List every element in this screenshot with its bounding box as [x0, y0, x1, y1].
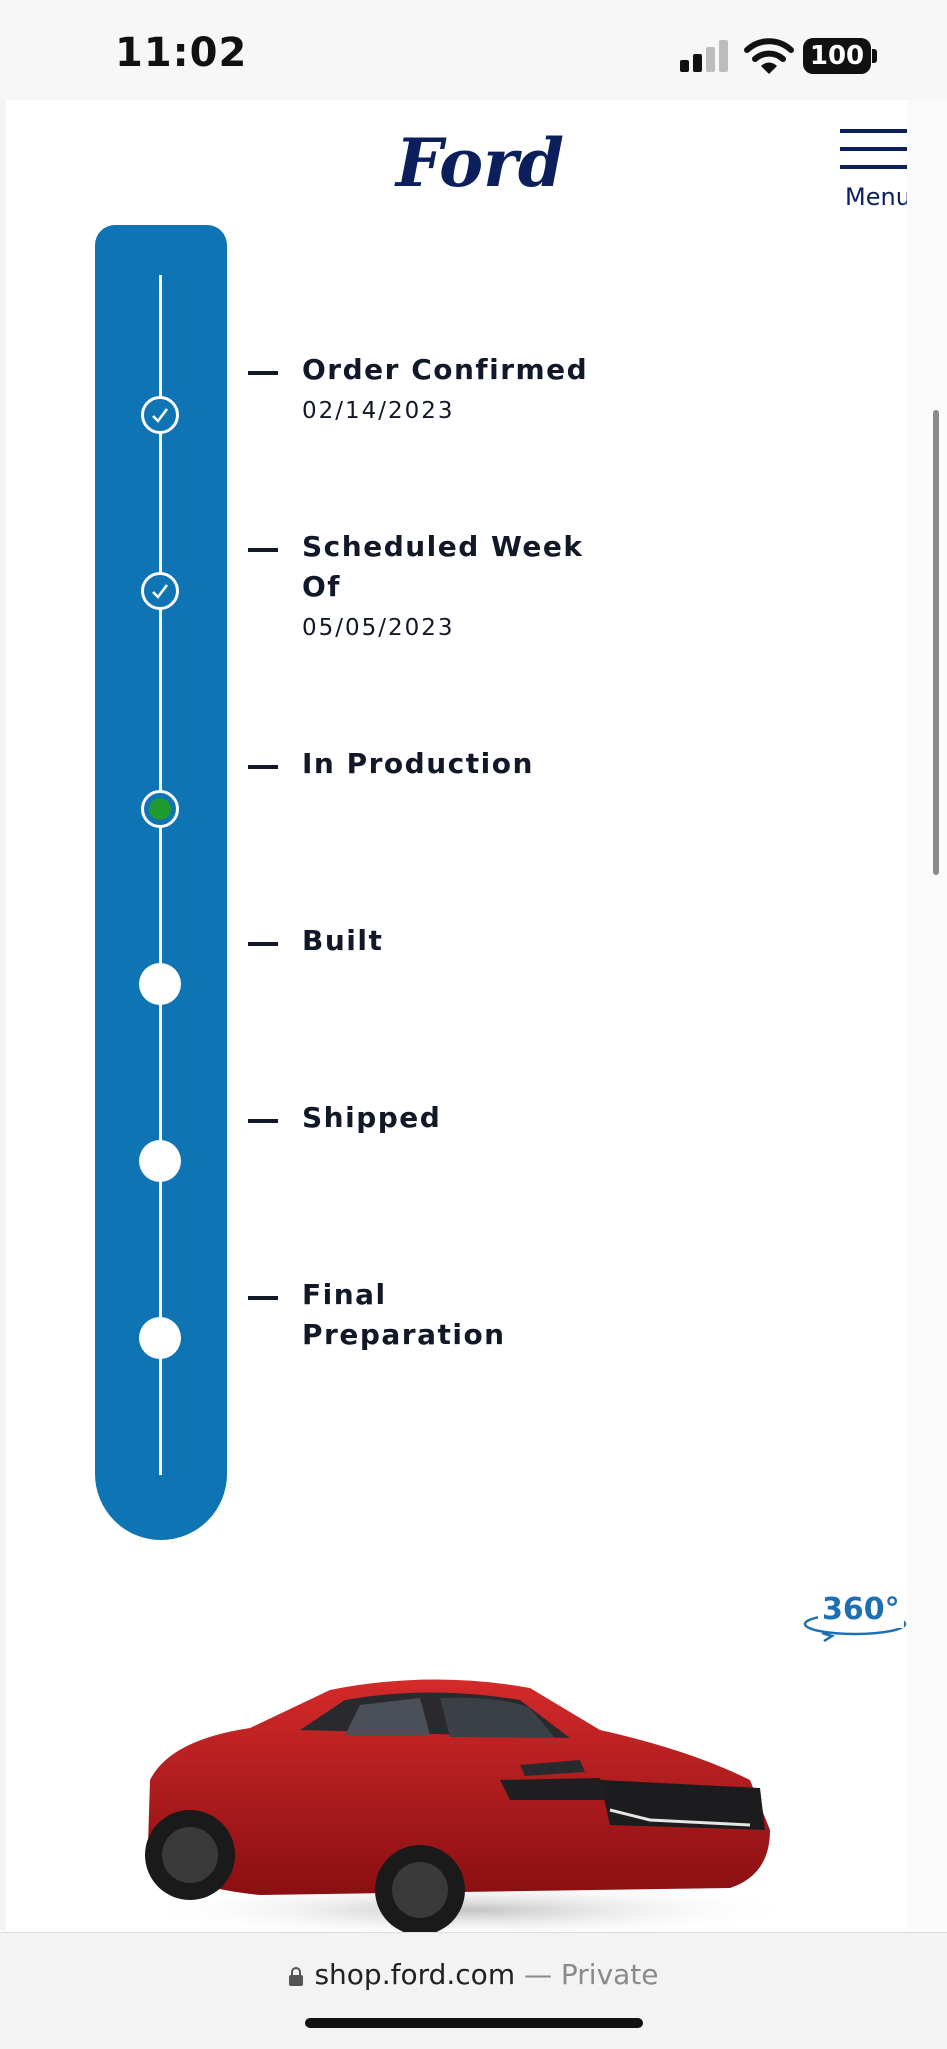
site-header — [0, 100, 947, 220]
hamburger-icon-line — [840, 147, 916, 151]
step-title: Scheduled Week — [302, 530, 584, 563]
step-dash — [248, 371, 278, 375]
battery-icon: 100 — [803, 38, 871, 74]
home-indicator[interactable] — [305, 2018, 643, 2028]
url-host: shop.ford.com — [314, 1958, 516, 1991]
step-current-indicator — [141, 790, 179, 828]
hamburger-icon-line — [840, 129, 916, 133]
menu-label: Menu — [845, 183, 911, 211]
current-status-dot — [149, 798, 171, 820]
cellular-signal-icon — [680, 40, 732, 72]
step-complete-check-icon — [141, 572, 179, 610]
step-pending-indicator — [139, 1317, 181, 1359]
step-pending-indicator — [139, 963, 181, 1005]
step-dash — [248, 942, 278, 946]
hamburger-icon-line — [840, 165, 916, 169]
view-360-button[interactable]: 360° — [800, 1592, 910, 1642]
wifi-icon — [744, 38, 794, 74]
step-date: 02/14/2023 — [302, 398, 455, 424]
ford-logo[interactable]: Ford — [385, 120, 575, 210]
battery-level: 100 — [809, 41, 865, 71]
step-dash — [248, 1119, 278, 1123]
step-title: Shipped — [302, 1101, 442, 1134]
step-date: 05/05/2023 — [302, 615, 455, 641]
lock-icon — [288, 1966, 304, 1986]
page-edge — [0, 100, 6, 1930]
scrollbar[interactable] — [933, 410, 939, 875]
step-title: In Production — [302, 747, 534, 780]
step-title: Built — [302, 924, 384, 957]
step-title-line2: Of — [302, 570, 341, 603]
svg-text:Ford: Ford — [394, 124, 564, 202]
step-complete-check-icon — [141, 396, 179, 434]
step-dash — [248, 1296, 278, 1300]
step-title: Order Confirmed — [302, 353, 589, 386]
status-bar: 11:02 100 — [0, 0, 947, 100]
timeline-connector-line — [159, 275, 162, 1475]
step-dash — [248, 765, 278, 769]
status-time: 11:02 — [115, 30, 248, 76]
page-edge — [907, 100, 947, 1930]
step-title: Final — [302, 1278, 387, 1311]
menu-button[interactable]: Menu — [830, 125, 920, 215]
browser-toolbar — [0, 1932, 947, 2049]
battery-nub — [872, 49, 877, 63]
vehicle-image[interactable] — [130, 1660, 780, 1935]
step-dash — [248, 548, 278, 552]
address-bar[interactable]: shop.ford.com — Private — [0, 1958, 947, 1991]
view-360-label: 360° — [818, 1592, 904, 1628]
step-title-line2: Preparation — [302, 1318, 506, 1351]
private-mode-label: — Private — [515, 1958, 659, 1991]
step-pending-indicator — [139, 1140, 181, 1182]
